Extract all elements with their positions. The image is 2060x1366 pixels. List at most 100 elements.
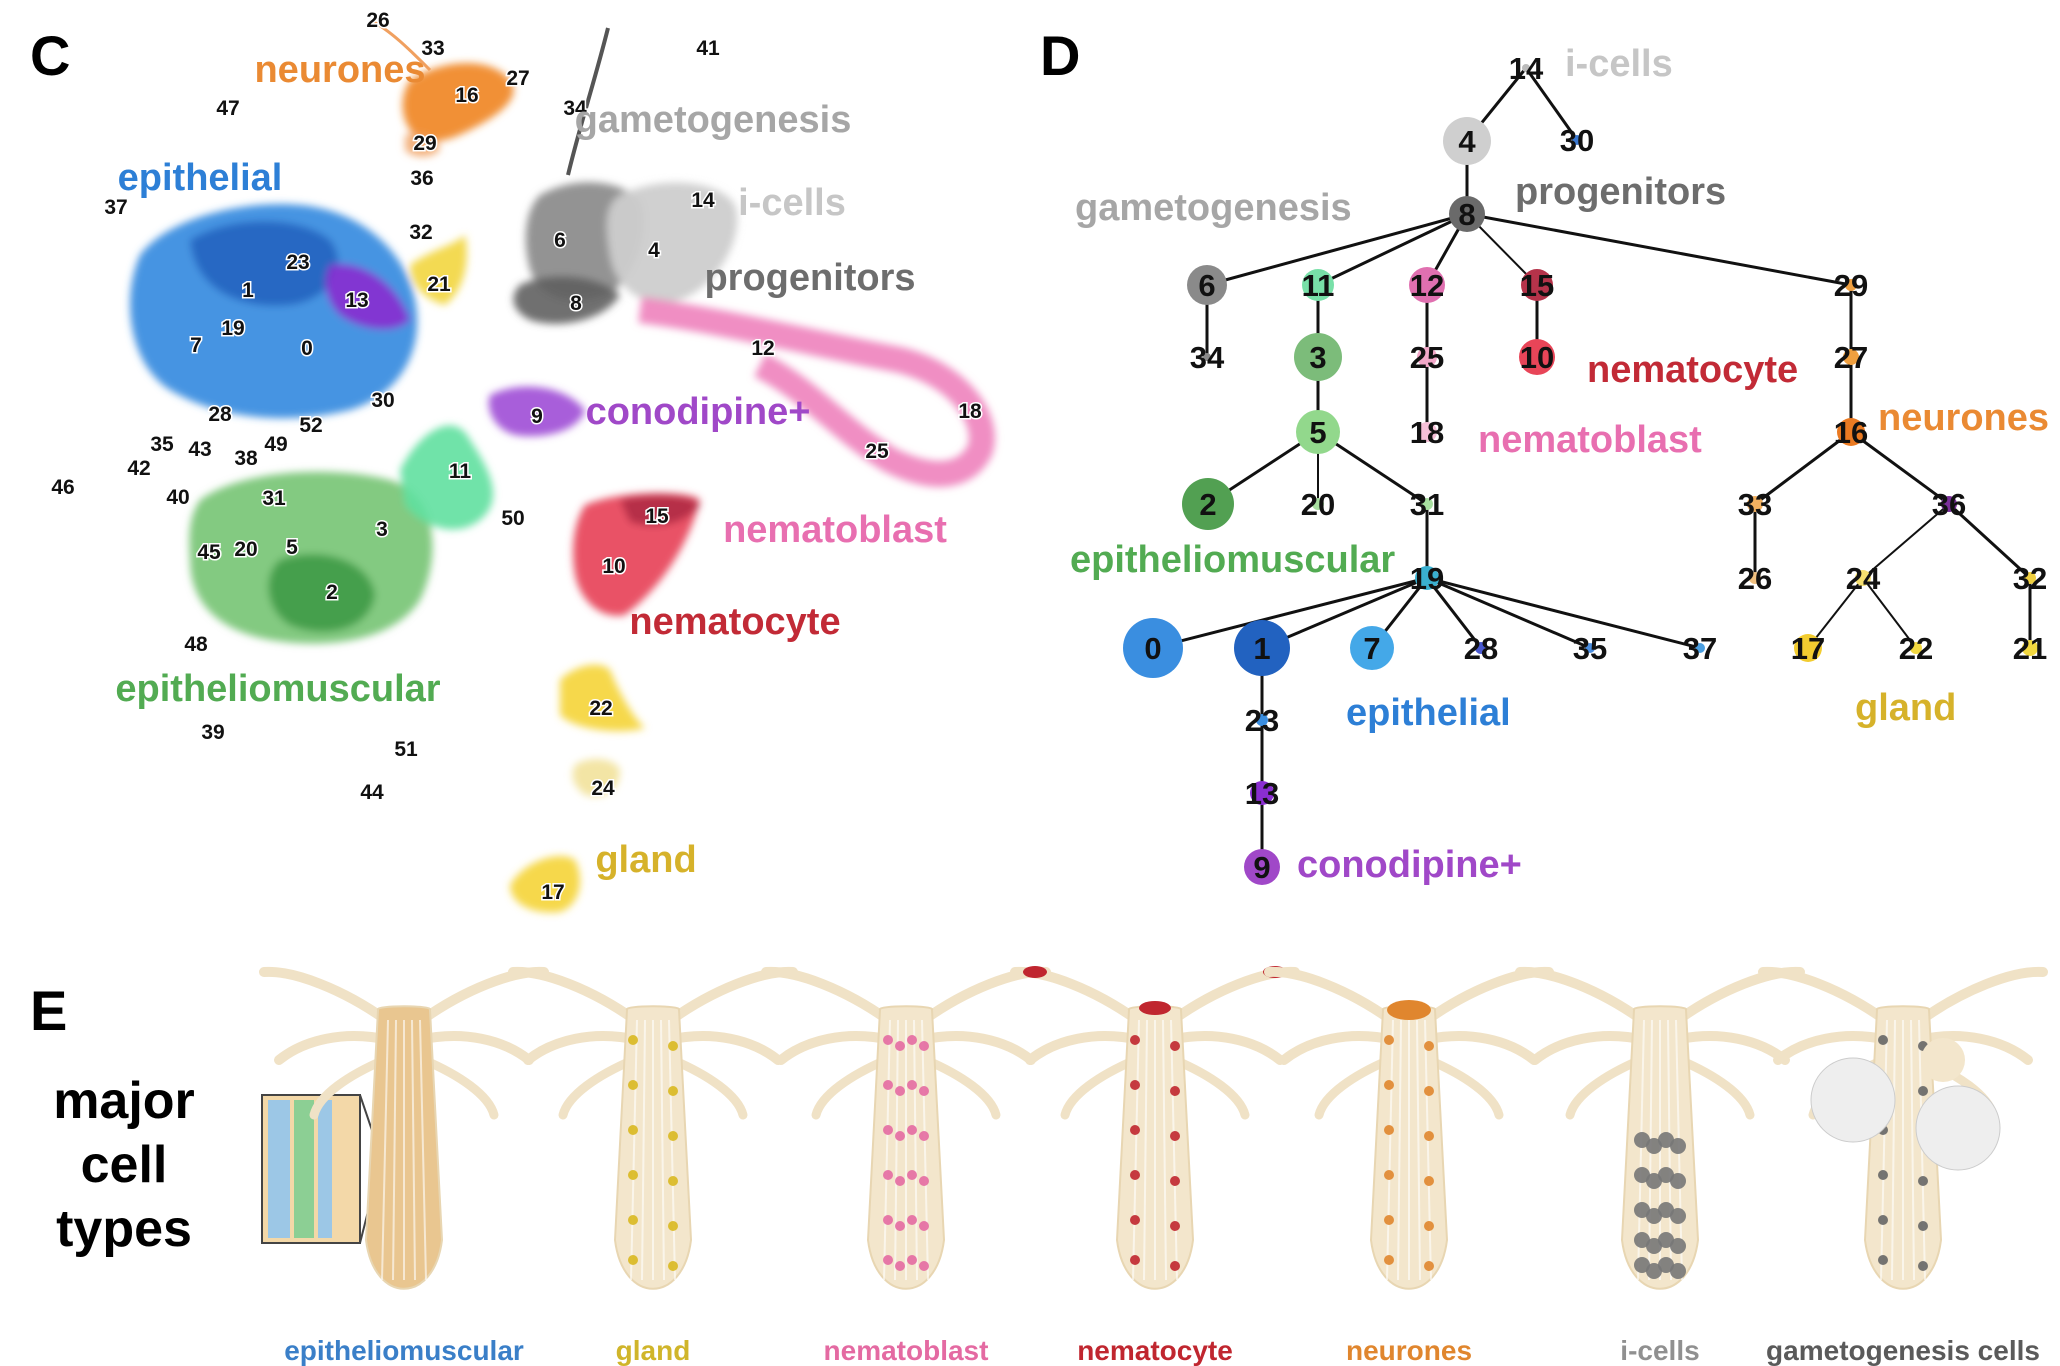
tree-node-12	[1409, 267, 1445, 303]
umap-cluster-label: 28	[208, 403, 232, 426]
tree-node-26	[1749, 572, 1761, 584]
tree-node-20	[1312, 498, 1324, 510]
tree-group-label-epitheliomuscular: epitheliomuscular	[1070, 539, 1395, 581]
caption-gametogenesis: gametogenesis cells	[1766, 1335, 2040, 1366]
umap-cluster-label: 25	[865, 440, 889, 463]
tree-node-label: 6	[1198, 268, 1215, 303]
blob-24	[572, 758, 620, 797]
tree-node-34	[1203, 353, 1211, 361]
umap-cluster-label: 50	[501, 507, 524, 530]
tree-node-17	[1794, 634, 1822, 662]
tree-node-label: 14	[1509, 51, 1544, 86]
umap-cluster-label: 16	[455, 84, 478, 107]
umap-cluster-label: 32	[409, 221, 432, 244]
tree-node-label: 27	[1834, 340, 1868, 375]
umap-cluster-label: 31	[262, 487, 286, 510]
umap-cluster-label: 34	[563, 97, 587, 120]
tree-node-25	[1417, 347, 1437, 367]
hydra-6	[1515, 966, 1805, 1290]
tree-edge	[1862, 577, 1917, 649]
tree-node-36	[1941, 496, 1957, 512]
umap-cluster-label: 3	[376, 518, 388, 541]
tree-node-label: 10	[1520, 340, 1554, 375]
tree-edge	[1754, 430, 1852, 506]
tree-node-19	[1415, 566, 1439, 590]
tree-node-label: 19	[1410, 561, 1444, 596]
major-line3: types	[56, 1200, 192, 1258]
tree-group-label-epithelial: epithelial	[1346, 692, 1511, 734]
umap-clusters	[130, 63, 995, 913]
tree-node-label: 35	[1573, 631, 1607, 666]
tree-node-21	[2022, 640, 2038, 656]
tree-edge	[1862, 503, 1950, 579]
umap-cluster-label: 26	[366, 9, 389, 32]
tree-node-3	[1294, 333, 1342, 381]
panel-label-e: E	[30, 979, 67, 1042]
tree-group-label-progenitors: progenitors	[1515, 171, 1726, 213]
tree-node-label: 36	[1932, 487, 1966, 522]
tissue-inset	[261, 1094, 395, 1244]
tree-edge	[1466, 212, 1852, 287]
tree-node-label: 13	[1245, 776, 1279, 811]
tree-node-9	[1244, 849, 1280, 885]
umap-cluster-label: 48	[184, 633, 208, 656]
umap-group-label-gametogenesis: gametogenesis	[575, 99, 852, 141]
umap-group-label-neurones: neurones	[254, 49, 425, 91]
tree-node-37	[1695, 643, 1705, 653]
tree-group-label-icells: i-cells	[1565, 43, 1673, 85]
umap-group-label-icells: i-cells	[738, 182, 846, 224]
tree-group-label-nematocyte: nematocyte	[1587, 349, 1798, 391]
hydra-4	[1010, 966, 1300, 1290]
tree-node-label: 16	[1834, 415, 1868, 450]
umap-cluster-label: 43	[188, 438, 211, 461]
tree-node-label: 21	[2013, 631, 2047, 666]
umap-group-label-progenitors: progenitors	[704, 257, 915, 299]
tree-node-label: 30	[1560, 123, 1594, 158]
umap-cluster-label: 27	[506, 67, 529, 90]
tree-node-label: 12	[1410, 268, 1444, 303]
tree-node-8	[1449, 196, 1485, 232]
umap-cluster-label: 45	[197, 541, 221, 564]
blob-neurones	[402, 63, 514, 142]
tree-node-label: 3	[1309, 340, 1326, 375]
caption-icells: i-cells	[1620, 1335, 1699, 1366]
umap-cluster-label: 10	[602, 555, 625, 578]
umap-cluster-label: 7	[190, 334, 202, 357]
tree-node-35	[1585, 643, 1595, 653]
tree-edge	[1426, 576, 1591, 650]
tree-node-18	[1417, 422, 1437, 442]
tree-edge	[1426, 576, 1701, 650]
tree-node-32	[2024, 572, 2036, 584]
tree-node-24	[1855, 570, 1871, 586]
tree-node-28	[1475, 642, 1487, 654]
tree-node-13	[1250, 781, 1274, 805]
caption-nematocyte: nematocyte	[1077, 1335, 1233, 1366]
tree-node-label: 9	[1253, 850, 1270, 885]
umap-cluster-label: 38	[234, 447, 258, 470]
umap-cluster-label: 33	[421, 37, 444, 60]
umap-cluster-label: 37	[104, 196, 127, 219]
tree-edge	[1807, 577, 1864, 649]
streak-26	[369, 18, 432, 72]
blob-conodipine	[488, 386, 585, 437]
tree-node-1	[1234, 620, 1290, 676]
umap-cluster-label: 29	[413, 132, 436, 155]
umap-group-labels: neuronesgametogenesisepitheliali-cellspr…	[115, 49, 947, 881]
tree-edge	[1152, 576, 1428, 650]
tree-node-label: 28	[1464, 631, 1498, 666]
blob-21	[410, 235, 467, 305]
umap-cluster-label: 24	[591, 777, 615, 800]
blob-2	[268, 554, 375, 632]
tree-node-5	[1296, 410, 1340, 454]
tree-node-label: 11	[1302, 268, 1335, 303]
streak-34	[566, 27, 610, 176]
tree-node-23	[1256, 714, 1268, 726]
tree-group-label-nematoblast: nematoblast	[1478, 419, 1702, 461]
tree-group-label-gametogenesis: gametogenesis	[1075, 187, 1352, 229]
tree-node-label: 7	[1363, 631, 1380, 666]
umap-cluster-label: 51	[394, 738, 418, 761]
tree-group-label-conodipine: conodipine+	[1297, 844, 1522, 886]
umap-cluster-label: 47	[216, 97, 239, 120]
